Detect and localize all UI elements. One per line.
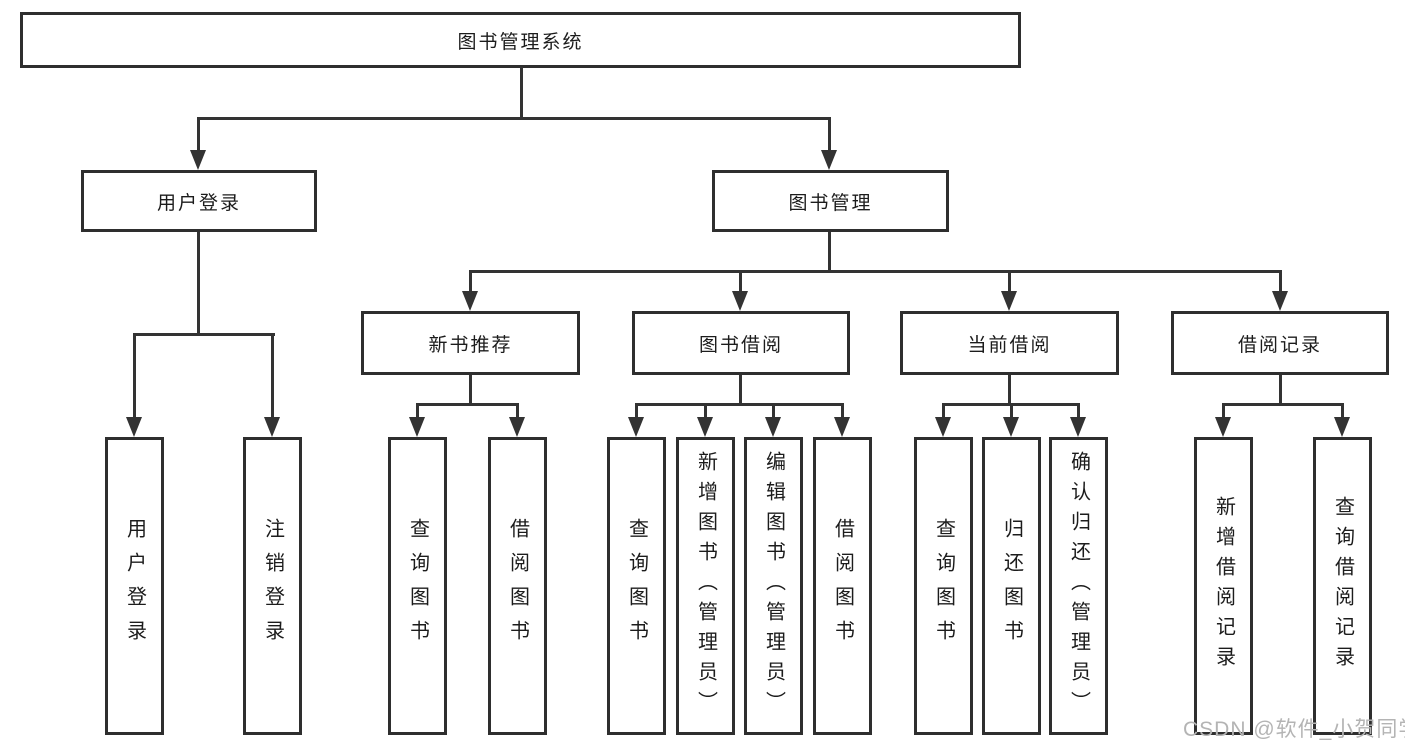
leaf-query-books-current: 查询图书 [914,437,973,735]
connector-line [828,117,831,153]
connector-line [635,403,638,419]
connector-line [772,403,775,419]
node-root: 图书管理系统 [20,12,1021,68]
node-borrow-records: 借阅记录 [1171,311,1389,375]
leaf-borrow-books-recommend: 借阅图书 [488,437,547,735]
leaf-user-login: 用户登录 [105,437,164,735]
arrow-down-icon [765,417,781,437]
connector-line [1010,403,1013,419]
connector-line [197,117,200,153]
arrow-down-icon [1001,291,1017,311]
arrow-down-icon [697,417,713,437]
leaf-query-books-recommend: 查询图书 [388,437,447,735]
leaf-borrow-books: 借阅图书 [813,437,872,735]
leaf-add-book-admin: 新增图书（管理员） [676,437,735,735]
connector-line [828,232,831,273]
arrow-down-icon [834,417,850,437]
arrow-down-icon [732,291,748,311]
connector-line [942,403,945,419]
connector-line [739,375,742,406]
watermark: CSDN @软件_小贺同学 [1183,718,1405,741]
node-user-login: 用户登录 [81,170,317,232]
connector-line [841,403,844,419]
leaf-confirm-return-admin: 确认归还（管理员） [1049,437,1108,735]
arrow-down-icon [821,150,837,170]
connector-line [469,270,472,294]
connector-line [469,375,472,406]
connector-line [1222,403,1225,419]
connector-line [1279,375,1282,406]
leaf-return-books: 归还图书 [982,437,1041,735]
leaf-edit-book-admin: 编辑图书（管理员） [744,437,803,735]
leaf-logout: 注销登录 [243,437,302,735]
arrow-down-icon [409,417,425,437]
connector-line [1279,270,1282,294]
arrow-down-icon [1070,417,1086,437]
connector-line [197,232,200,336]
arrow-down-icon [126,417,142,437]
node-new-book-recommend: 新书推荐 [361,311,580,375]
leaf-add-borrow-record: 新增借阅记录 [1194,437,1253,735]
node-current-borrow: 当前借阅 [900,311,1119,375]
leaf-query-books-borrow: 查询图书 [607,437,666,735]
connector-line [1077,403,1080,419]
connector-line [271,333,274,418]
connector-line [704,403,707,419]
connector-line [739,270,742,294]
arrow-down-icon [509,417,525,437]
connector-line [416,403,419,419]
connector-line [520,67,523,119]
arrow-down-icon [190,150,206,170]
node-book-management: 图书管理 [712,170,949,232]
connector-line [516,403,519,419]
arrow-down-icon [628,417,644,437]
arrow-down-icon [1272,291,1288,311]
connector-line [197,117,831,120]
arrow-down-icon [935,417,951,437]
arrow-down-icon [1215,417,1231,437]
arrow-down-icon [1003,417,1019,437]
connector-line [133,333,275,336]
connector-line [1222,403,1344,406]
connector-line [416,403,519,406]
connector-line [1341,403,1344,419]
connector-line [1008,270,1011,294]
leaf-query-borrow-record: 查询借阅记录 [1313,437,1372,735]
arrow-down-icon [462,291,478,311]
connector-line [635,403,844,406]
connector-line [133,333,136,418]
arrow-down-icon [1334,417,1350,437]
node-book-borrow: 图书借阅 [632,311,850,375]
arrow-down-icon [264,417,280,437]
connector-line [469,270,1282,273]
connector-line [1008,375,1011,406]
